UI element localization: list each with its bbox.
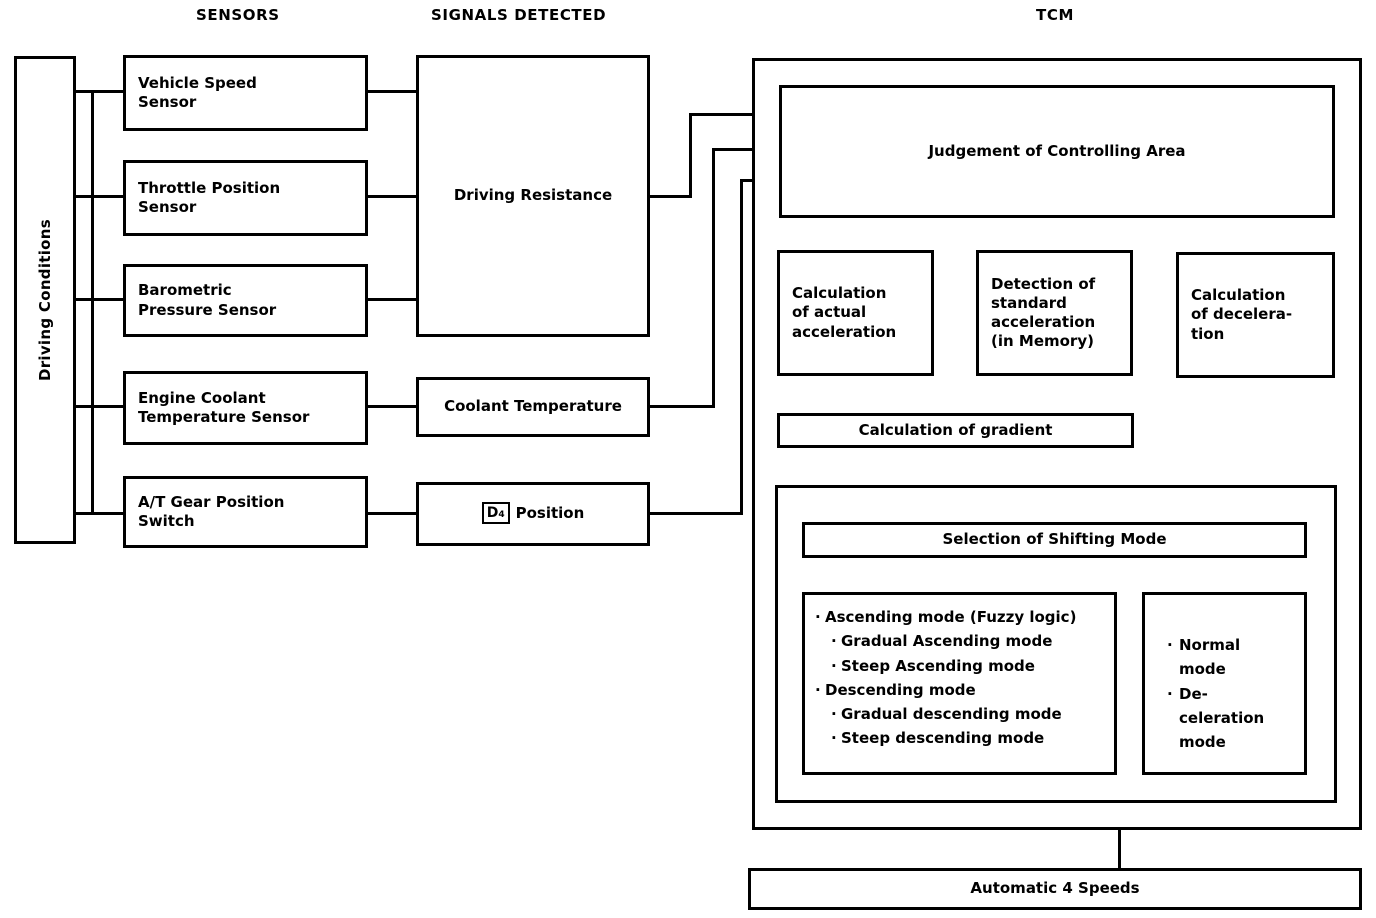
calculation-actual-acceleration-label: Calculation of actual acceleration <box>792 284 897 341</box>
connector-ects-coolant-temperature <box>368 405 418 408</box>
signal-label-driving-resistance: Driving Resistance <box>453 186 613 205</box>
connector-tps-driving-resistance <box>368 195 418 198</box>
mode-item: ·Steep descending mode <box>813 726 1108 750</box>
calculation-actual-acceleration-box: Calculation of actual acceleration <box>777 250 934 376</box>
bullet-icon: · <box>831 632 837 651</box>
signal-label-coolant-temperature: Coolant Temperature <box>444 397 622 416</box>
judgement-of-controlling-area-label: Judgement of Controlling Area <box>928 141 1186 160</box>
sensor-label-throttle-position-sensor: Throttle Position Sensor <box>138 178 281 216</box>
bullet-icon: · <box>815 680 821 699</box>
connector-dc-at-gear <box>76 512 125 515</box>
bullet-icon: · <box>1167 684 1173 703</box>
mode-item-label: Steep descending mode <box>841 729 1045 748</box>
calculation-of-gradient-label: Calculation of gradient <box>858 420 1053 439</box>
route-ct-seg2 <box>712 148 715 408</box>
route-ct-seg3 <box>712 148 782 151</box>
signal-label-d4-position: Position <box>515 504 585 523</box>
mode-item-label: Ascending mode (Fuzzy logic) <box>825 608 1077 626</box>
signal-box-d4-position: D4 Position <box>416 482 650 546</box>
shifting-mode-list-box: ·Ascending mode (Fuzzy logic) ·Gradual A… <box>802 592 1117 775</box>
sensor-box-barometric-pressure-sensor: Barometric Pressure Sensor <box>123 264 368 337</box>
automatic-4-speeds-label: Automatic 4 Speeds <box>970 879 1140 898</box>
column-header-tcm: TCM <box>1036 6 1074 24</box>
bullet-icon: · <box>1167 636 1173 654</box>
d4-gear-icon: D4 <box>481 502 510 524</box>
connector-dc-coolant-sensor <box>76 405 125 408</box>
mode-item: ·Steep Ascending mode <box>813 654 1108 678</box>
selection-of-shifting-mode-box: Selection of Shifting Mode <box>802 522 1307 558</box>
sensor-box-vehicle-speed-sensor: Vehicle Speed Sensor <box>123 55 368 131</box>
connector-dc-barometric <box>76 298 125 301</box>
normal-deceleration-mode-box: · Normal mode · De- celeration mode <box>1142 592 1307 775</box>
connector-dc-spine <box>91 90 94 515</box>
mode-item: ·Ascending mode (Fuzzy logic) <box>813 605 1108 629</box>
driving-conditions-box: Driving Conditions <box>14 56 76 544</box>
mode-item-label: Descending mode <box>825 680 976 699</box>
sensor-label-vehicle-speed-sensor: Vehicle Speed Sensor <box>138 73 257 111</box>
column-header-signals-detected: SIGNALS DETECTED <box>431 6 607 24</box>
sensor-box-at-gear-position-switch: A/T Gear Position Switch <box>123 476 368 548</box>
route-dr-seg2 <box>689 113 692 198</box>
bullet-icon: · <box>831 729 837 748</box>
automatic-4-speeds-box: Automatic 4 Speeds <box>748 868 1362 910</box>
sensor-label-engine-coolant-temperature-sensor: Engine Coolant Temperature Sensor <box>138 388 310 426</box>
sensor-box-throttle-position-sensor: Throttle Position Sensor <box>123 160 368 236</box>
route-d4-seg1 <box>650 512 743 515</box>
sensor-label-at-gear-position-switch: A/T Gear Position Switch <box>138 492 285 530</box>
mode-item: ·Descending mode <box>813 678 1108 702</box>
mode-item: ·Gradual descending mode <box>813 702 1108 726</box>
sensor-box-engine-coolant-temperature-sensor: Engine Coolant Temperature Sensor <box>123 371 368 445</box>
selection-of-shifting-mode-label: Selection of Shifting Mode <box>942 530 1167 549</box>
connector-tcm-output <box>1118 803 1121 868</box>
judgement-of-controlling-area-box: Judgement of Controlling Area <box>779 85 1335 218</box>
bullet-icon: · <box>831 656 837 675</box>
deceleration-mode-item-label: De- celeration mode <box>1179 684 1265 752</box>
connector-vss-driving-resistance <box>368 90 418 93</box>
detection-standard-acceleration-box: Detection of standard acceleration (in M… <box>976 250 1133 376</box>
driving-conditions-label: Driving Conditions <box>36 218 54 382</box>
route-dr-seg3 <box>689 113 782 116</box>
connector-dc-throttle <box>76 195 125 198</box>
deceleration-mode-item: · De- celeration mode <box>1167 682 1298 755</box>
connector-atgps-d4-position <box>368 512 418 515</box>
calculation-deceleration-label: Calculation of decelera- tion <box>1191 286 1293 343</box>
mode-item-label: Gradual Ascending mode <box>841 632 1053 651</box>
route-d4-seg2 <box>740 179 743 515</box>
signal-box-driving-resistance: Driving Resistance <box>416 55 650 337</box>
calculation-deceleration-box: Calculation of decelera- tion <box>1176 252 1335 378</box>
route-ct-seg1 <box>650 405 715 408</box>
signal-box-coolant-temperature: Coolant Temperature <box>416 377 650 437</box>
mode-item-label: Gradual descending mode <box>841 705 1062 724</box>
mode-item-label: Steep Ascending mode <box>841 656 1035 675</box>
connector-bps-driving-resistance <box>368 298 418 301</box>
d4-icon-subscript: 4 <box>498 510 505 520</box>
mode-item: ·Gradual Ascending mode <box>813 629 1108 653</box>
detection-standard-acceleration-label: Detection of standard acceleration (in M… <box>991 274 1096 351</box>
normal-mode-item: · Normal mode <box>1167 633 1298 682</box>
sensor-label-barometric-pressure-sensor: Barometric Pressure Sensor <box>138 281 277 319</box>
calculation-of-gradient-box: Calculation of gradient <box>777 413 1134 448</box>
connector-dc-vehicle-speed <box>76 90 125 93</box>
column-header-sensors: SENSORS <box>196 6 280 24</box>
route-dr-seg1 <box>650 195 692 198</box>
d4-icon-letter: D <box>486 505 499 521</box>
bullet-icon: · <box>831 705 837 724</box>
bullet-icon: · <box>815 608 821 626</box>
normal-mode-item-label: Normal mode <box>1179 636 1241 679</box>
